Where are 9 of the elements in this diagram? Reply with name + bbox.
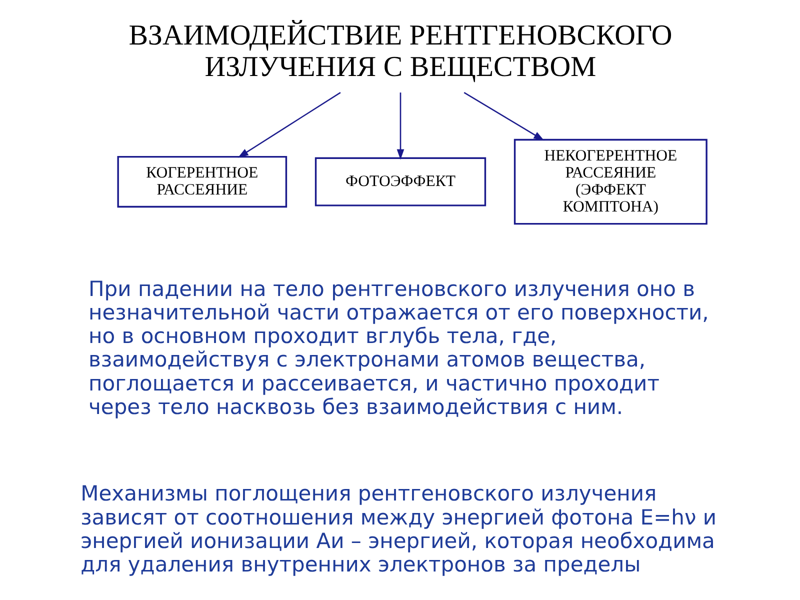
node-text: ВЗАИМОДЕЙСТВИЕ РЕНТГЕНОВСКОГО ИЗЛУЧЕНИЯ С ВЕЩЕСТВОМ [128, 20, 672, 84]
node-box: НЕКОГЕРЕНТНОЕ РАССЕЯНИЕ (ЭФФЕКТ КОМПТОНА) [513, 138, 707, 225]
arrow [396, 92, 404, 160]
arrow [463, 92, 544, 141]
node-box: КОГЕРЕНТНОЕ РАССЕЯНИЕ [116, 156, 287, 208]
arrow [237, 92, 340, 158]
label: Механизмы поглощения рентгеновского излучения зависят от соотношения между энергией фотона E=hν и энергией ионизации Aи – энергией, которая необходима для удаления внутренних электронов за пределы [80, 480, 716, 577]
node-box: ФОТОЭФФЕКТ [314, 157, 486, 206]
label: При падении на тело рентгеновского излучения оно в незначительной части отражается от его поверхности, но в основном проходит вглубь тела, где, взаимодействуя с электронами атомов вещества, поглощается и рассеивается, и частично проходит через тело насквозь без взаимодействия с ним. [88, 276, 708, 420]
